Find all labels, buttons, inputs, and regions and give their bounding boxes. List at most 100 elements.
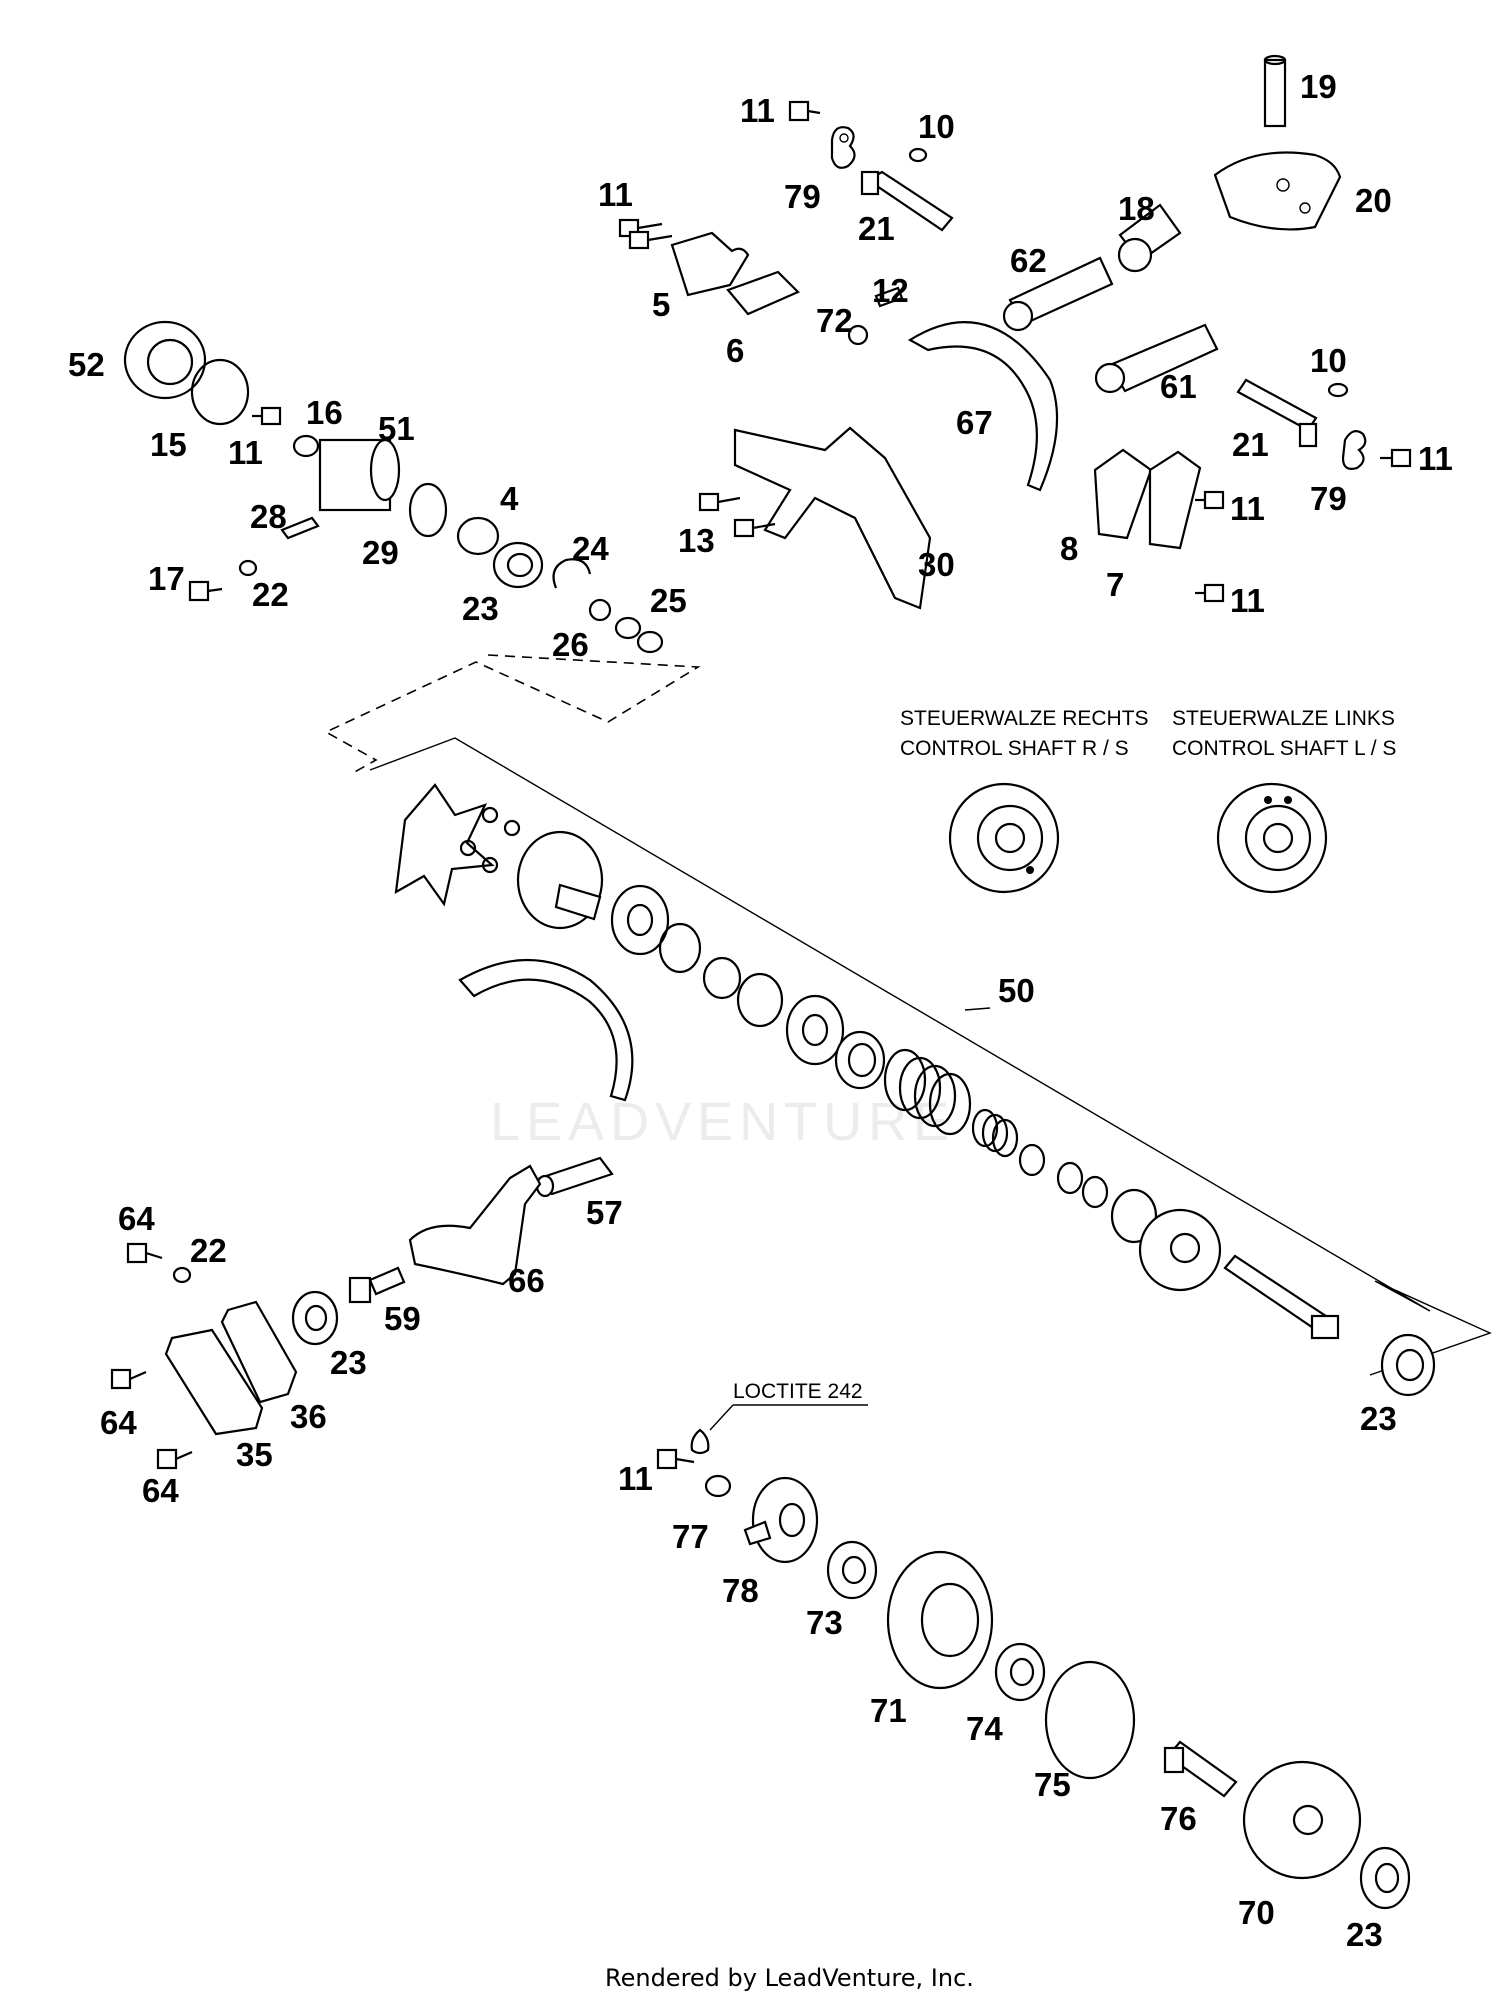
part-spring-small [971, 1108, 1019, 1158]
watermark-text: LEADVENTURE [490, 1092, 955, 1152]
part-gear-70 [1242, 1760, 1362, 1880]
control-shaft-left-label-de: STEUERWALZE LINKS [1172, 707, 1395, 730]
control-shaft-right-label-de: STEUERWALZE RECHTS [900, 707, 1149, 730]
part-washer-77 [704, 1474, 732, 1498]
callout-7: 7 [1106, 566, 1124, 603]
part-ball-a [481, 806, 499, 824]
part-shaft-21-right [1236, 378, 1318, 448]
callout-57: 57 [586, 1194, 623, 1231]
part-bolts-13 [698, 492, 776, 538]
part-washer-26 [588, 598, 612, 622]
callout-67: 67 [956, 404, 993, 441]
callout-36: 36 [290, 1398, 327, 1435]
part-washer-4 [456, 516, 500, 556]
part-washer-d [1018, 1143, 1046, 1177]
callout-28: 28 [250, 498, 287, 535]
part-tab-washer-79-top [830, 126, 856, 169]
part-needle-bearing-b [785, 994, 845, 1066]
part-shift-drum-body [516, 830, 604, 930]
callout-11: 11 [618, 1460, 653, 1497]
part-washer-16 [292, 434, 320, 458]
part-pin-28 [280, 516, 320, 540]
callout-50: 50 [998, 972, 1035, 1009]
part-bolt-11-top [788, 100, 821, 122]
part-bolt-11-mid-right [1195, 490, 1225, 510]
part-washer-a [658, 922, 702, 974]
part-bolts-11-pair [618, 218, 673, 250]
control-shaft-right-inset: STEUERWALZE RECHTS CONTROL SHAFT R / S [900, 707, 1149, 894]
callout-11: 11 [1230, 490, 1265, 527]
part-bolt-11-right [1380, 448, 1412, 468]
part-needle-bearing-a [610, 884, 670, 956]
callout-21: 21 [858, 210, 895, 247]
part-washer-c [736, 972, 784, 1028]
callout-21: 21 [1232, 426, 1269, 463]
part-spring-housing-51 [318, 438, 401, 512]
callout-4: 4 [500, 480, 519, 517]
callout-79: 79 [784, 178, 821, 215]
callout-25: 25 [650, 582, 687, 619]
part-washer-g [1110, 1188, 1158, 1244]
part-nut-52 [123, 320, 207, 400]
callout-76: 76 [1160, 1800, 1197, 1837]
part-segment-67 [907, 321, 1059, 492]
callout-11: 11 [228, 434, 263, 471]
callout-13: 13 [678, 522, 715, 559]
callout-11: 11 [1418, 440, 1453, 477]
callout-73: 73 [806, 1604, 843, 1641]
callout-11: 11 [1230, 582, 1265, 619]
part-bearing-23-bottom [1359, 1846, 1411, 1910]
part-shaft-76 [1163, 1740, 1238, 1798]
part-gasket-36 [220, 1300, 298, 1404]
part-housing-71 [886, 1550, 994, 1690]
callout-74: 74 [966, 1710, 1003, 1747]
part-oring-10-right [1327, 382, 1349, 398]
part-nut-72 [847, 324, 869, 346]
part-washer-25a [614, 616, 642, 640]
part-washer-f [1081, 1175, 1109, 1209]
leader-50 [964, 1007, 991, 1011]
callout-70: 70 [1238, 1894, 1275, 1931]
callout-8: 8 [1060, 530, 1078, 567]
callout-18: 18 [1118, 190, 1155, 227]
callout-52: 52 [68, 346, 105, 383]
part-bearing-23-left [291, 1290, 339, 1346]
control-shaft-left-label-en: CONTROL SHAFT L / S [1172, 737, 1396, 760]
callout-labels: 11 10 79 21 19 20 11 18 5 6 62 12 72 52 … [68, 68, 1453, 1953]
dashed-bracket [324, 654, 701, 775]
part-pin-19 [1263, 54, 1287, 128]
callout-66: 66 [508, 1262, 545, 1299]
callout-23: 23 [330, 1344, 367, 1381]
callout-23: 23 [1360, 1400, 1397, 1437]
part-shift-lever-30 [733, 426, 932, 610]
part-segment-left [458, 959, 634, 1102]
part-gear-kickstart [1138, 1208, 1222, 1292]
part-bearing-73 [826, 1540, 878, 1600]
part-washer-22-top [238, 559, 258, 577]
part-bearing-23-right [1380, 1333, 1436, 1397]
callout-11: 11 [598, 176, 633, 213]
part-drum-61 [1094, 323, 1219, 394]
part-bolt-11-bottom [656, 1448, 695, 1470]
callout-24: 24 [572, 530, 609, 567]
part-bushing [834, 1030, 886, 1090]
callout-30: 30 [918, 546, 955, 583]
callout-10: 10 [918, 108, 955, 145]
part-drum-18 [1117, 203, 1182, 273]
callout-35: 35 [236, 1436, 273, 1473]
part-bolt-11-lower-right [1195, 583, 1225, 603]
callout-16: 16 [306, 394, 343, 431]
part-shift-block-20 [1213, 151, 1342, 231]
callout-64: 64 [100, 1404, 137, 1441]
callout-12: 12 [872, 272, 909, 309]
part-bolt-11-left [252, 406, 282, 426]
part-bearing-74 [994, 1642, 1046, 1702]
control-shaft-left-inset: STEUERWALZE LINKS CONTROL SHAFT L / S [1172, 707, 1396, 894]
callout-17: 17 [148, 560, 185, 597]
part-kickstart-shaft [1223, 1254, 1340, 1340]
part-pin-57 [535, 1156, 614, 1198]
callout-51: 51 [378, 410, 415, 447]
callout-64: 64 [118, 1200, 155, 1237]
part-washer-25b [636, 630, 664, 654]
